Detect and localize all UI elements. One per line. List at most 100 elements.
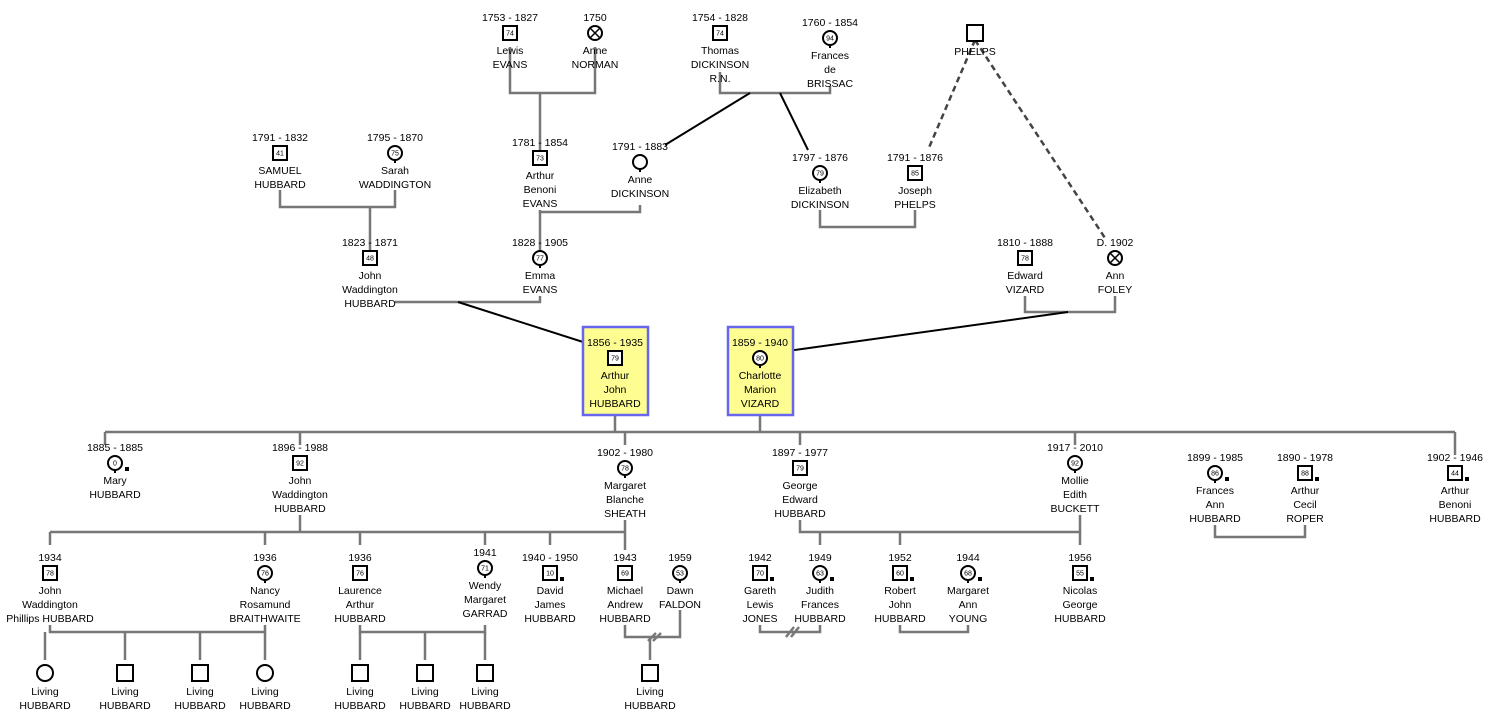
person-age: 94	[826, 36, 834, 43]
couple-line-robert-margaret	[898, 625, 970, 634]
divorce-mark	[785, 626, 795, 638]
person-name-line: YOUNG	[949, 613, 988, 625]
male-square-icon	[116, 664, 134, 682]
person-name-line: Arthur	[1441, 485, 1470, 497]
person-age: 80	[756, 356, 764, 363]
person-dates: 1781 - 1854	[512, 137, 568, 149]
male-square-icon	[362, 250, 378, 266]
person-name-line: John	[889, 599, 912, 611]
person-name-line: HUBBARD	[174, 700, 226, 712]
person-name-line: Lewis	[747, 599, 774, 611]
descendants-marker-icon	[1465, 477, 1469, 481]
person-name-line: Margaret	[464, 594, 506, 606]
couple-line-arthur-anne	[538, 205, 642, 214]
male-square-icon	[712, 25, 728, 41]
person-name-line: GARRAD	[463, 608, 508, 620]
person-name-line: Andrew	[607, 599, 643, 611]
descent-line-dashed	[973, 39, 1107, 239]
person-name-line: John	[39, 585, 62, 597]
person-name-line: Charlotte	[739, 370, 782, 382]
couple-line-elizabeth-joseph	[818, 210, 917, 229]
male-square-icon	[966, 24, 984, 42]
descent-line	[779, 92, 809, 151]
male-square-icon	[476, 664, 494, 682]
person-age: 48	[366, 256, 374, 263]
divorce-mark	[790, 626, 800, 638]
male-square-icon	[752, 565, 768, 581]
person-name-line: DICKINSON	[691, 59, 749, 71]
person-name-line: EVANS	[523, 284, 558, 296]
person-name-line: Frances	[801, 599, 839, 611]
person-name-line: BRISSAC	[807, 78, 854, 90]
descendants-marker-icon	[1315, 477, 1319, 481]
person-phelps[interactable]: PHELPS	[954, 24, 996, 58]
male-square-icon	[191, 664, 209, 682]
person-name-line: HUBBARD	[524, 613, 576, 625]
person-name-line: Ann	[959, 599, 978, 611]
person-name-line: Gareth	[744, 585, 776, 597]
person-dates: 1791 - 1832	[252, 132, 308, 144]
person-age: 92	[1071, 461, 1079, 468]
person-dates: 1959	[668, 552, 692, 564]
couple-line-john-emma	[395, 296, 542, 304]
person-name-line: Anne	[628, 174, 653, 186]
person-dates: 1944	[956, 552, 980, 564]
male-square-icon	[292, 455, 308, 471]
male-square-icon	[502, 25, 518, 41]
person-age: 77	[536, 256, 544, 263]
highlight-box	[726, 325, 795, 417]
person-name-line: Dawn	[667, 585, 694, 597]
person-dates: 1897 - 1977	[772, 447, 828, 459]
person-age: 0	[113, 461, 117, 468]
person-name-line: Living	[636, 686, 664, 698]
person-name-line: Emma	[525, 270, 555, 282]
person-name-line: HUBBARD	[1189, 513, 1241, 525]
person-name-line: HUBBARD	[334, 700, 386, 712]
person-age: 79	[611, 356, 619, 363]
